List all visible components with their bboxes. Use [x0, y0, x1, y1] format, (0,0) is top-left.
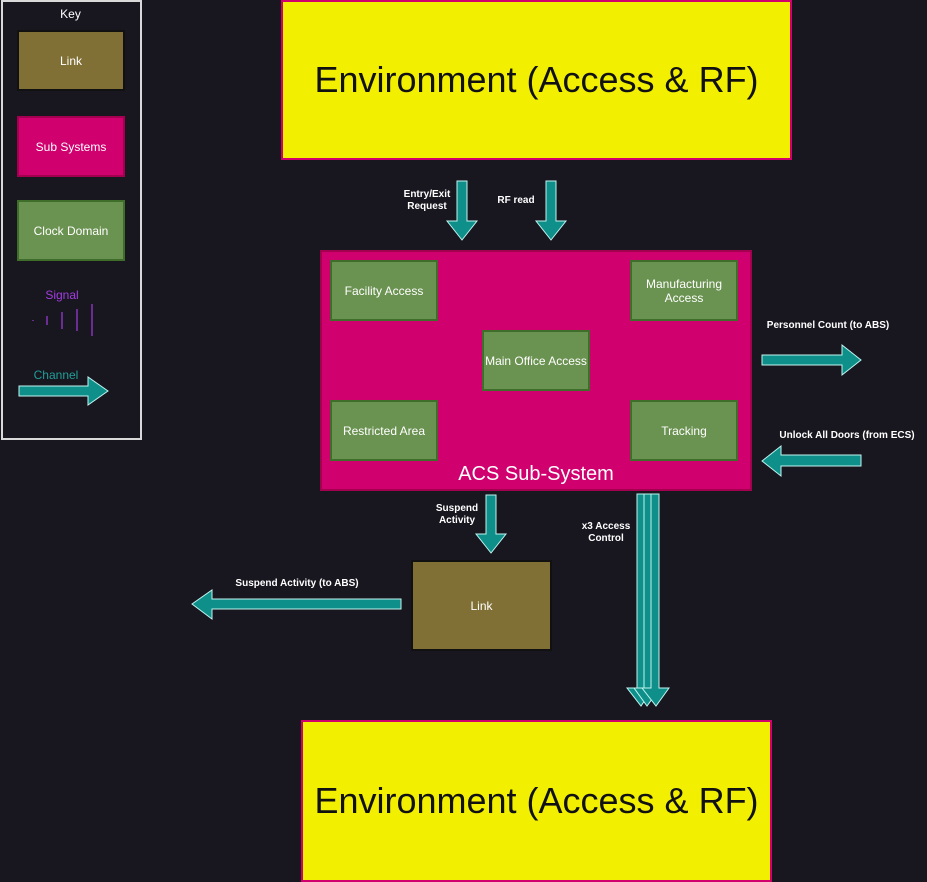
personnel-count-label: Personnel Count (to ABS): [766, 320, 890, 331]
rf-read-arrow[interactable]: [534, 180, 568, 241]
rf-read-label: RF read: [497, 195, 535, 206]
environment-bottom-box[interactable]: Environment (Access & RF): [301, 720, 772, 882]
suspend-activity-label: Suspend Activity: [435, 503, 479, 526]
manufacturing-access-box[interactable]: Manufacturing Access: [630, 260, 738, 321]
facility-access-box[interactable]: Facility Access: [330, 260, 438, 321]
main-office-access-box[interactable]: Main Office Access: [482, 330, 590, 391]
unlock-all-doors-arrow[interactable]: [761, 444, 862, 478]
x3-access-control-label: x3 Access Control: [581, 521, 631, 544]
personnel-count-arrow[interactable]: [761, 343, 862, 377]
legend-signal-label: Signal: [45, 288, 79, 302]
legend-title: Key: [60, 7, 81, 21]
environment-top-box[interactable]: Environment (Access & RF): [281, 0, 792, 160]
acs-subsystem-title: ACS Sub-System: [458, 463, 614, 485]
tracking-box[interactable]: Tracking: [630, 400, 738, 461]
legend-link-swatch: Link: [17, 30, 125, 91]
suspend-activity-abs-arrow[interactable]: [191, 589, 402, 620]
x3-access-control-arrow-3[interactable]: [640, 493, 670, 707]
restricted-area-box[interactable]: Restricted Area: [330, 400, 438, 461]
suspend-activity-to-abs-label: Suspend Activity (to ABS): [235, 578, 359, 589]
legend-clock-domain-swatch: Clock Domain: [17, 200, 125, 261]
unlock-all-doors-label: Unlock All Doors (from ECS): [779, 430, 915, 441]
legend-subsystems-swatch: Sub Systems: [17, 116, 125, 177]
entry-exit-request-label: Entry/Exit Request: [403, 189, 451, 212]
link-box[interactable]: Link: [411, 560, 552, 651]
legend-channel-label: Channel: [33, 368, 79, 382]
